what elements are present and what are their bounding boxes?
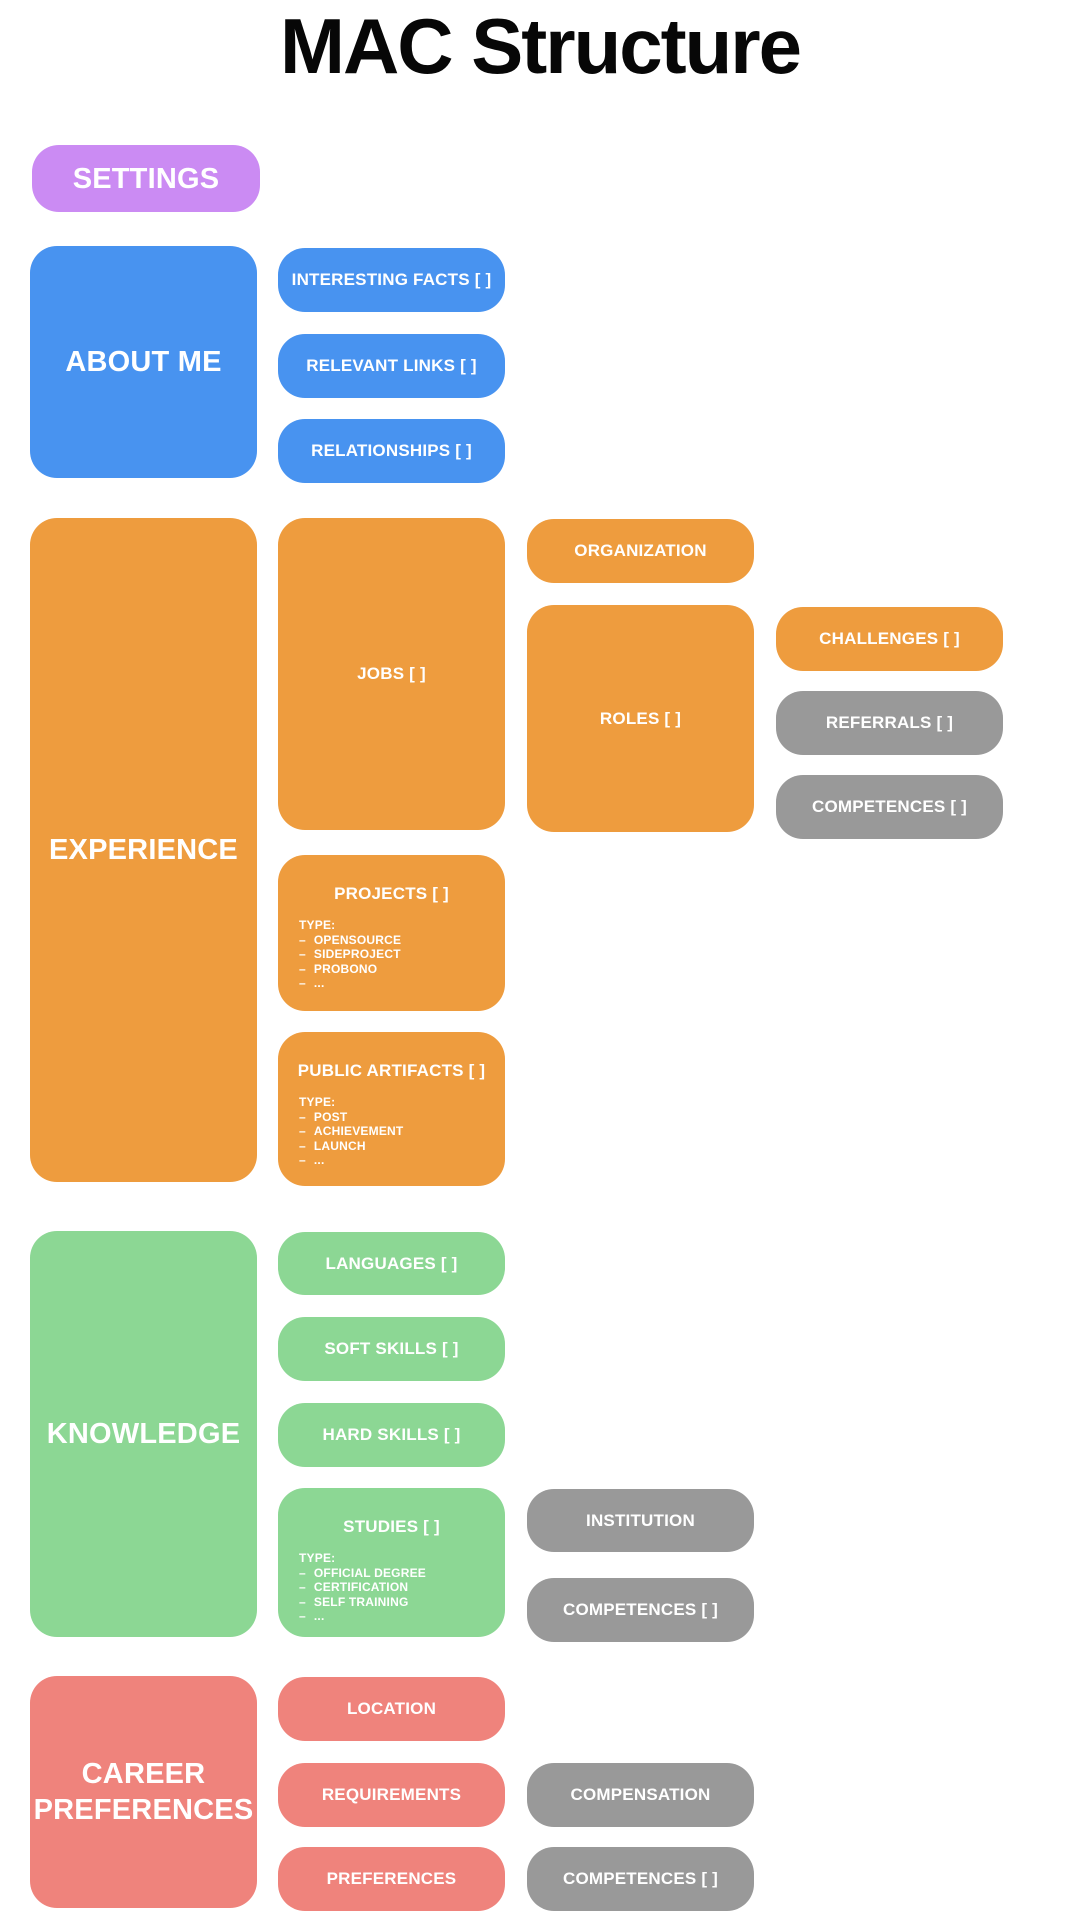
bullet-dash: – <box>299 1594 306 1609</box>
node-label: PREFERENCES <box>326 1869 457 1888</box>
list-item: –SELF TRAINING <box>299 1595 505 1610</box>
bullet-dash: – <box>299 947 306 961</box>
type-heading: TYPE: <box>299 1551 336 1565</box>
bullet-dash: – <box>299 1109 306 1124</box>
node-languages: LANGUAGES [ ] <box>278 1232 505 1295</box>
node-label: CAREER PREFERENCES <box>33 1758 254 1826</box>
list-item: –PROBONO <box>299 962 505 977</box>
bullet-dash: – <box>299 1565 306 1580</box>
list-item: –POST <box>299 1110 505 1125</box>
node-career-preferences: CAREER PREFERENCES <box>30 1676 257 1908</box>
bullet-dash: – <box>299 1609 306 1623</box>
list-item-label: POST <box>313 1109 348 1124</box>
node-requirements: REQUIREMENTS <box>278 1763 505 1827</box>
node-studies: STUDIES [ ] TYPE: –OFFICIAL DEGREE –CERT… <box>278 1488 505 1637</box>
node-label: JOBS [ ] <box>357 664 426 683</box>
list-item: –... <box>299 1153 505 1168</box>
list-item-label: SIDEPROJECT <box>313 947 401 961</box>
node-label: SETTINGS <box>72 162 220 195</box>
list-item: –... <box>299 976 505 991</box>
list-item-label: ... <box>313 1609 325 1623</box>
list-item: –OFFICIAL DEGREE <box>299 1566 505 1581</box>
list-item: –... <box>299 1609 505 1624</box>
node-label: EXPERIENCE <box>49 834 238 866</box>
list-item-label: SELF TRAINING <box>313 1594 409 1609</box>
list-item: –ACHIEVEMENT <box>299 1124 505 1139</box>
node-label: KNOWLEDGE <box>46 1418 241 1450</box>
node-label: PROJECTS [ ] <box>334 884 449 903</box>
node-jobs: JOBS [ ] <box>278 518 505 830</box>
node-label: RELATIONSHIPS [ ] <box>311 441 472 460</box>
type-list: TYPE: –POST –ACHIEVEMENT –LAUNCH –... <box>278 1095 505 1168</box>
type-list: TYPE: –OPENSOURCE –SIDEPROJECT –PROBONO … <box>278 918 505 991</box>
node-label: LANGUAGES [ ] <box>325 1253 458 1273</box>
node-label: COMPETENCES [ ] <box>811 797 968 816</box>
node-competences-experience: COMPETENCES [ ] <box>776 775 1003 839</box>
node-institution: INSTITUTION <box>527 1489 754 1552</box>
node-label: ROLES [ ] <box>599 708 682 728</box>
node-competences-career: COMPETENCES [ ] <box>527 1847 754 1911</box>
node-location: LOCATION <box>278 1677 505 1741</box>
page-title: MAC Structure <box>279 2 802 90</box>
node-knowledge: KNOWLEDGE <box>30 1231 257 1637</box>
node-projects: PROJECTS [ ] TYPE: –OPENSOURCE –SIDEPROJ… <box>278 855 505 1011</box>
node-label: PUBLIC ARTIFACTS [ ] <box>297 1061 486 1080</box>
bullet-dash: – <box>299 976 306 990</box>
node-label: STUDIES [ ] <box>343 1517 440 1536</box>
list-item-label: ... <box>313 1153 325 1167</box>
bullet-dash: – <box>299 1124 306 1138</box>
node-interesting-facts: INTERESTING FACTS [ ] <box>278 248 505 312</box>
node-experience: EXPERIENCE <box>30 518 257 1182</box>
list-item-label: CERTIFICATION <box>313 1580 409 1594</box>
list-item-label: PROBONO <box>313 961 378 976</box>
node-public-artifacts: PUBLIC ARTIFACTS [ ] TYPE: –POST –ACHIEV… <box>278 1032 505 1186</box>
node-preferences: PREFERENCES <box>278 1847 505 1911</box>
node-label: COMPETENCES [ ] <box>562 1869 719 1888</box>
node-label: CHALLENGES [ ] <box>819 629 960 648</box>
node-label: COMPETENCES [ ] <box>562 1600 719 1619</box>
node-label: RELEVANT LINKS [ ] <box>306 356 477 375</box>
node-label: ABOUT ME <box>65 346 222 378</box>
node-label: COMPENSATION <box>570 1785 711 1804</box>
list-item-label: ... <box>313 976 325 990</box>
node-organization: ORGANIZATION <box>527 519 754 583</box>
node-label: REFERRALS [ ] <box>825 713 954 732</box>
list-item-label: LAUNCH <box>313 1138 366 1153</box>
bullet-dash: – <box>299 1580 306 1594</box>
node-about-me: ABOUT ME <box>30 246 257 478</box>
node-compensation: COMPENSATION <box>527 1763 754 1827</box>
node-hard-skills: HARD SKILLS [ ] <box>278 1403 505 1467</box>
bullet-dash: – <box>299 932 306 947</box>
node-label: HARD SKILLS [ ] <box>322 1425 461 1444</box>
node-label: LOCATION <box>346 1699 437 1718</box>
node-referrals: REFERRALS [ ] <box>776 691 1003 755</box>
node-relevant-links: RELEVANT LINKS [ ] <box>278 334 505 398</box>
list-item: –LAUNCH <box>299 1139 505 1154</box>
list-item-label: OPENSOURCE <box>313 932 402 947</box>
node-relationships: RELATIONSHIPS [ ] <box>278 419 505 483</box>
node-competences-knowledge: COMPETENCES [ ] <box>527 1578 754 1642</box>
list-item-label: ACHIEVEMENT <box>313 1124 404 1138</box>
list-item-label: OFFICIAL DEGREE <box>313 1565 426 1580</box>
type-heading: TYPE: <box>299 918 336 932</box>
bullet-dash: – <box>299 1138 306 1153</box>
type-list: TYPE: –OFFICIAL DEGREE –CERTIFICATION –S… <box>278 1551 505 1624</box>
node-label: INTERESTING FACTS [ ] <box>291 270 492 289</box>
node-label: INSTITUTION <box>586 1510 695 1530</box>
bullet-dash: – <box>299 961 306 976</box>
node-settings: SETTINGS <box>32 145 260 212</box>
type-heading: TYPE: <box>299 1095 336 1109</box>
node-soft-skills: SOFT SKILLS [ ] <box>278 1317 505 1381</box>
list-item: –OPENSOURCE <box>299 933 505 948</box>
node-roles: ROLES [ ] <box>527 605 754 832</box>
list-item: –CERTIFICATION <box>299 1580 505 1595</box>
list-item: –SIDEPROJECT <box>299 947 505 962</box>
node-label: SOFT SKILLS [ ] <box>324 1339 459 1358</box>
node-challenges: CHALLENGES [ ] <box>776 607 1003 671</box>
node-label: ORGANIZATION <box>574 541 707 560</box>
bullet-dash: – <box>299 1153 306 1167</box>
node-label: REQUIREMENTS <box>321 1785 462 1804</box>
